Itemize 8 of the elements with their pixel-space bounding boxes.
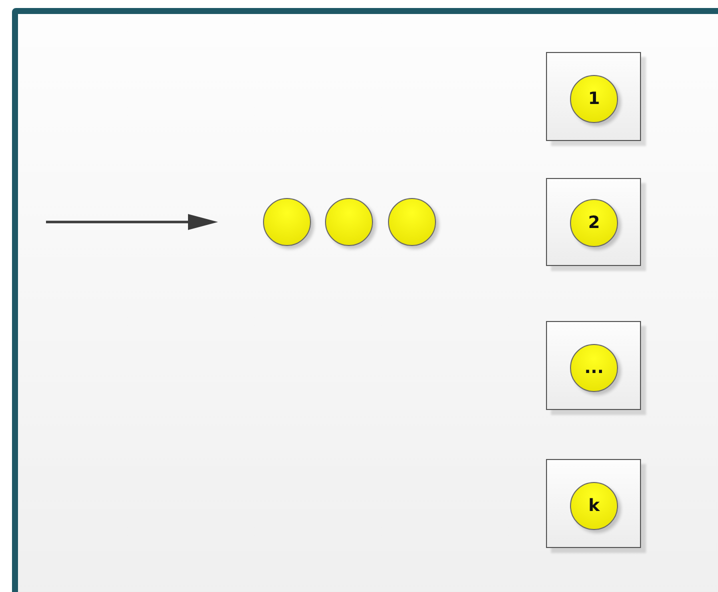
numbered-circle: k (570, 482, 618, 530)
numbered-circle: ... (570, 344, 618, 392)
square-box (546, 178, 641, 266)
numbered-circle: 2 (570, 199, 618, 247)
square-box (546, 52, 641, 141)
square-box (546, 459, 641, 548)
numbered-circle: 1 (570, 75, 618, 123)
square-box (546, 321, 641, 410)
